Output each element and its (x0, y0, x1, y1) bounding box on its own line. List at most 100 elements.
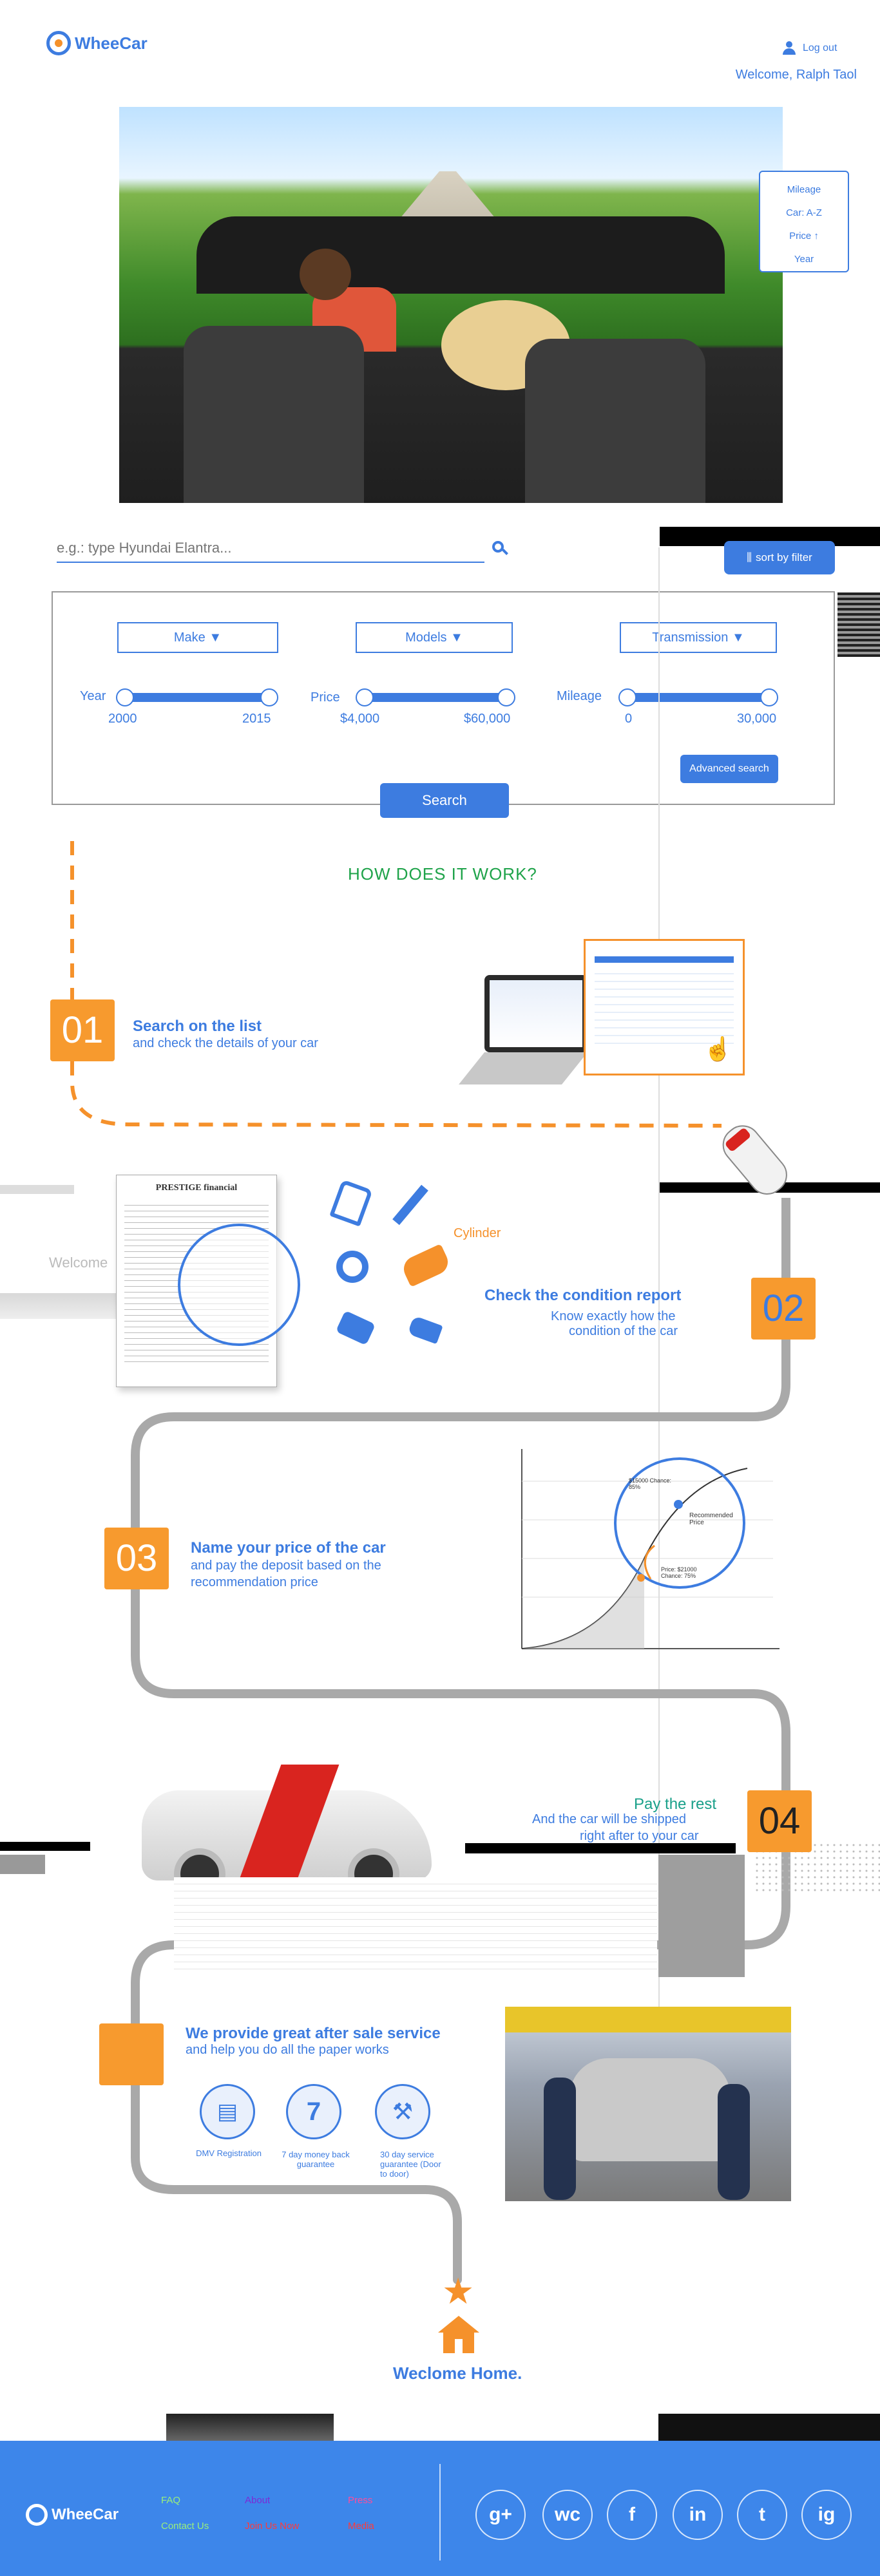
footer-link-press[interactable]: Press (348, 2495, 373, 2506)
glitch-block (658, 1855, 745, 1977)
footer-link-media[interactable]: Media (348, 2521, 374, 2532)
mileage-slider-min-handle[interactable] (618, 688, 636, 706)
home-icon (438, 2316, 479, 2354)
facebook-icon[interactable]: f (607, 2490, 657, 2540)
dashed-path (70, 841, 722, 1128)
step-01-number: 01 (50, 999, 115, 1061)
service-dmv-label: DMV Registration (196, 2148, 262, 2158)
magnifier (178, 1224, 300, 1346)
wechat-icon[interactable]: wc (542, 2490, 593, 2540)
models-select[interactable]: Models ▼ (356, 622, 513, 653)
cylinder-tag: Cylinder (454, 1226, 501, 1240)
search-button[interactable]: Search (380, 783, 509, 818)
step-02-subtitle-1: Know exactly how the (551, 1309, 676, 1323)
make-select[interactable]: Make ▼ (117, 622, 278, 653)
brand-name: WheeCar (75, 33, 148, 53)
footer-link-about[interactable]: About (245, 2495, 271, 2506)
footer-link-faq[interactable]: FAQ (161, 2495, 181, 2506)
divider (658, 547, 660, 2061)
search-input[interactable] (57, 535, 484, 563)
glitch-bar (0, 1855, 45, 1874)
step-05-subtitle: and help you do all the paper works (186, 2043, 389, 2057)
gift-car-image (129, 1739, 445, 1906)
hero-image (119, 107, 783, 503)
step-03-number: 03 (104, 1528, 169, 1589)
footer-logo[interactable]: WheeCar (26, 2504, 119, 2526)
sort-option-mileage[interactable]: Mileage (787, 184, 821, 195)
step-05-title: We provide great after sale service (186, 2025, 441, 2042)
instagram-icon[interactable]: ig (801, 2490, 852, 2540)
search-icon[interactable] (492, 541, 509, 558)
dmv-registration-icon: ▤ (200, 2084, 255, 2139)
step-03-subtitle-2: recommendation price (191, 1575, 318, 1589)
step-01-subtitle: and check the details of your car (133, 1036, 318, 1050)
welcome-home-label: Weclome Home. (393, 2363, 522, 2383)
sort-option-car-az[interactable]: Car: A-Z (786, 207, 822, 218)
glitch-bar (0, 1185, 74, 1194)
logo-icon (46, 31, 71, 55)
price-min: $4,000 (340, 712, 380, 726)
chart-point-1-label: $15000 Chance: 85% (629, 1477, 672, 1490)
price-slider-min-handle[interactable] (356, 688, 374, 706)
service-7day-label: 7 day money back guarantee (282, 2150, 350, 2169)
wrench-icon: ⚒ (375, 2084, 430, 2139)
step-04-subtitle-2: right after to your car (580, 1829, 699, 1843)
year-slider-track[interactable] (125, 693, 269, 702)
chart-recommended-label: Recommended Price (689, 1512, 733, 1526)
year-slider-min-handle[interactable] (116, 688, 134, 706)
tire-icon (336, 1251, 368, 1283)
mileage-max: 30,000 (737, 712, 777, 726)
mileage-min: 0 (625, 712, 633, 726)
mileage-slider-max-handle[interactable] (760, 688, 778, 706)
chart-point-2-label: Price: $21000 Chance: 75% (661, 1566, 697, 1579)
glitch-bar (837, 592, 880, 657)
step-04-number: 04 (747, 1790, 812, 1852)
user-icon (782, 41, 796, 55)
footer-link-join[interactable]: Join Us Now (245, 2521, 300, 2532)
footer-brand-name: WheeCar (52, 2506, 119, 2523)
price-slider-max-handle[interactable] (497, 688, 515, 706)
price-label: Price (311, 690, 340, 705)
twitter-icon[interactable]: t (737, 2490, 787, 2540)
year-slider-max-handle[interactable] (260, 688, 278, 706)
filter-icon: ⫼ (747, 551, 752, 564)
glitch-bar (166, 2414, 334, 2441)
sort-option-year[interactable]: Year (794, 254, 814, 265)
step-02-number: 02 (751, 1278, 816, 1340)
year-max: 2015 (242, 712, 271, 726)
seven-day-icon: 7 (286, 2084, 341, 2139)
price-chart: Recommended Price $15000 Chance: 85% Pri… (502, 1443, 786, 1655)
glitch-lines (174, 1877, 657, 1974)
footer-link-contact[interactable]: Contact Us (161, 2521, 209, 2532)
sort-button-label: sort by filter (755, 551, 812, 564)
logo[interactable]: WheeCar (46, 31, 148, 55)
year-min: 2000 (108, 712, 137, 726)
mileage-label: Mileage (557, 689, 602, 703)
step-01-title: Search on the list (133, 1018, 262, 1035)
year-label: Year (80, 689, 106, 703)
step-02-title: Check the condition report (484, 1287, 682, 1304)
linkedin-icon[interactable]: in (673, 2490, 723, 2540)
transmission-select[interactable]: Transmission ▼ (620, 622, 777, 653)
step-04-title: Pay the rest (634, 1795, 717, 1813)
price-slider-track[interactable] (362, 693, 509, 702)
step-03-subtitle-1: and pay the deposit based on the (191, 1558, 381, 1573)
sort-option-price[interactable]: Price ↑ (789, 231, 819, 242)
how-title: HOW DOES IT WORK? (348, 864, 537, 884)
sort-menu: Mileage Car: A-Z Price ↑ Year (759, 171, 849, 272)
logout-label: Log out (803, 43, 837, 53)
glitch-bar (465, 1843, 736, 1853)
logout-link[interactable]: Log out (782, 41, 837, 55)
laptop-image (459, 975, 588, 1097)
google-plus-icon[interactable]: g+ (475, 2490, 526, 2540)
footer-logo-icon (26, 2504, 48, 2526)
mileage-slider-track[interactable] (625, 693, 773, 702)
ghost-welcome: Welcome (49, 1255, 108, 1271)
hand-pointer-icon: ☝ (703, 1036, 732, 1062)
sort-by-filter-button[interactable]: ⫼sort by filter (724, 541, 835, 574)
glitch-bar (658, 2414, 880, 2441)
advanced-search-button[interactable]: Advanced search (680, 755, 778, 783)
step-05-number (99, 2023, 164, 2085)
star-icon: ★ (442, 2271, 475, 2311)
